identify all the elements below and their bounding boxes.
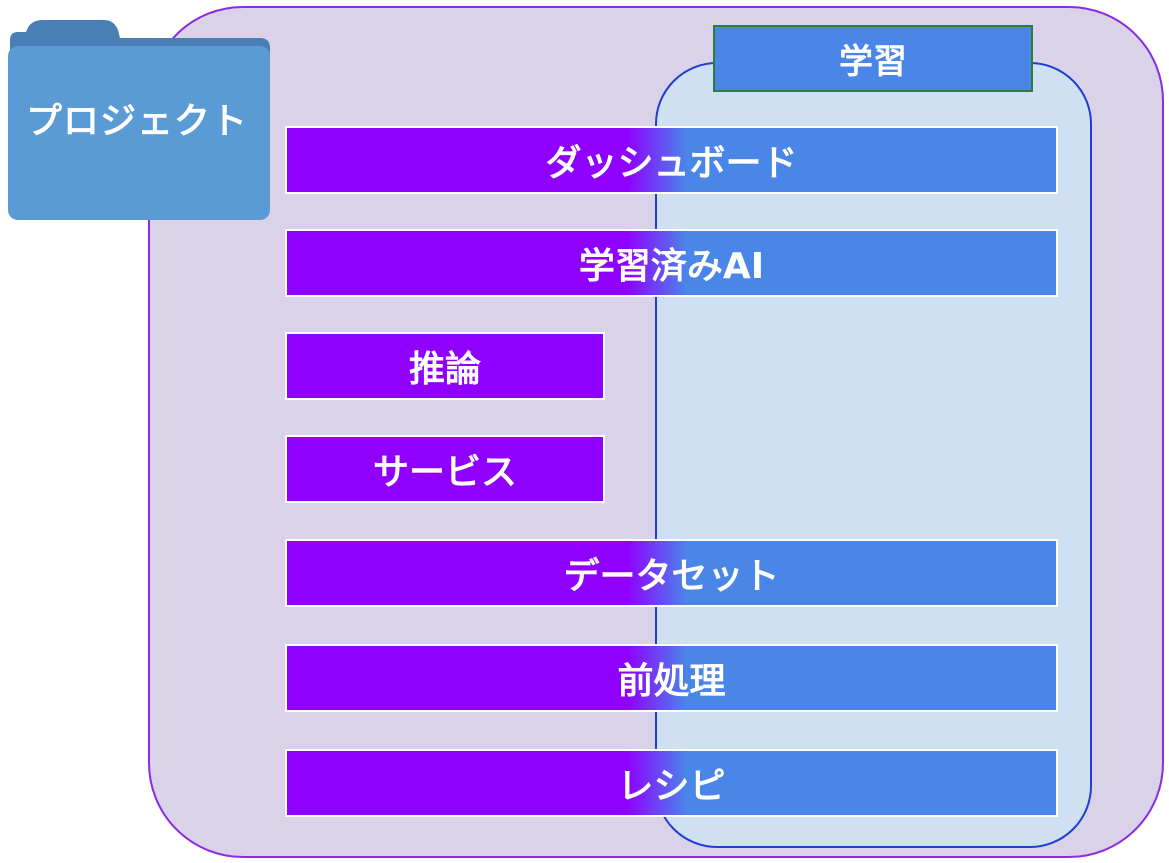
dashboard-bar: ダッシュボード (285, 126, 1058, 194)
recipe-bar: レシピ (285, 749, 1058, 817)
service-bar: サービス (285, 435, 605, 503)
project-label: プロジェクト (25, 101, 248, 142)
inference-bar: 推論 (285, 332, 605, 400)
learning-label: 学習 (713, 25, 1033, 92)
trained-ai-bar: 学習済みAI (285, 229, 1058, 297)
folder-icon (8, 20, 270, 220)
preprocessing-bar: 前処理 (285, 644, 1058, 712)
dataset-bar: データセット (285, 539, 1058, 607)
